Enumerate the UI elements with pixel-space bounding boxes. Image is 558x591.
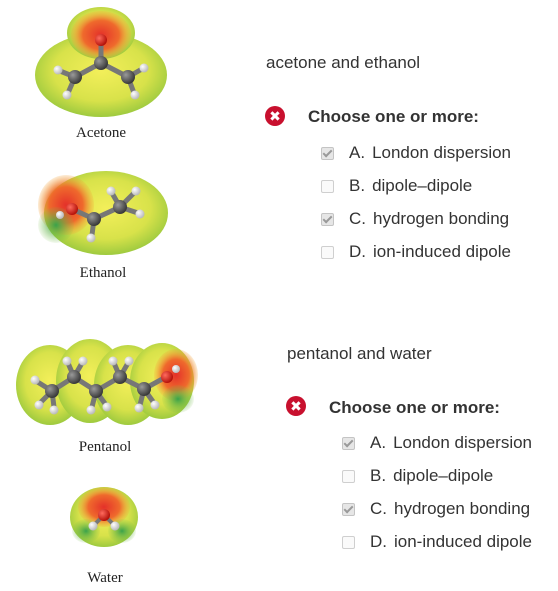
option-letter: B. <box>370 466 387 485</box>
option-letter: C. <box>370 499 387 518</box>
option-text: dipole–dipole <box>372 176 473 195</box>
q2-option-c[interactable]: C. hydrogen bonding <box>342 499 530 519</box>
q1-option-c-checkbox[interactable] <box>321 212 334 226</box>
option-text: London dispersion <box>393 433 533 452</box>
question-1-prompt: acetone and ethanol <box>266 53 421 72</box>
question-2-prompt: pentanol and water <box>287 344 432 363</box>
option-letter: D. <box>370 532 387 551</box>
q2-option-a[interactable]: A. London dispersion <box>342 433 532 453</box>
q1-option-a-checkbox[interactable] <box>321 146 334 160</box>
q1-option-a[interactable]: A. London dispersion <box>321 143 511 163</box>
question-1-instruction: Choose one or more: <box>308 107 479 126</box>
acetone-label: Acetone <box>76 125 126 141</box>
ethanol-label: Ethanol <box>79 265 127 281</box>
q2-option-a-checkbox[interactable] <box>342 436 355 450</box>
q1-option-c[interactable]: C. hydrogen bonding <box>321 209 509 229</box>
ethanol-model-image <box>38 171 168 255</box>
pentanol-label: Pentanol <box>78 439 132 455</box>
option-text: ion-induced dipole <box>373 242 511 261</box>
option-letter: A. <box>349 143 366 162</box>
q2-option-b[interactable]: B. dipole–dipole <box>342 466 493 486</box>
q1-option-d[interactable]: D. ion-induced dipole <box>321 242 511 262</box>
q2-option-d-checkbox[interactable] <box>342 535 355 549</box>
q1-option-b[interactable]: B. dipole–dipole <box>321 176 472 196</box>
option-text: ion-induced dipole <box>394 532 532 551</box>
option-letter: D. <box>349 242 366 261</box>
incorrect-icon: ✖ <box>265 106 285 126</box>
water-label: Water <box>87 570 123 586</box>
option-text: hydrogen bonding <box>373 209 510 228</box>
q2-option-d[interactable]: D. ion-induced dipole <box>342 532 532 552</box>
option-letter: A. <box>370 433 387 452</box>
pentanol-model-image <box>16 339 198 425</box>
acetone-model-image <box>35 7 167 117</box>
incorrect-icon: ✖ <box>286 396 306 416</box>
q2-option-c-checkbox[interactable] <box>342 502 355 516</box>
q2-option-b-checkbox[interactable] <box>342 469 355 483</box>
water-model-image <box>70 487 138 547</box>
question-2-instruction: Choose one or more: <box>329 398 500 417</box>
option-text: hydrogen bonding <box>394 499 531 518</box>
q1-option-b-checkbox[interactable] <box>321 179 334 193</box>
option-text: London dispersion <box>372 143 512 162</box>
q1-option-d-checkbox[interactable] <box>321 245 334 259</box>
option-letter: C. <box>349 209 366 228</box>
option-letter: B. <box>349 176 366 195</box>
option-text: dipole–dipole <box>393 466 494 485</box>
